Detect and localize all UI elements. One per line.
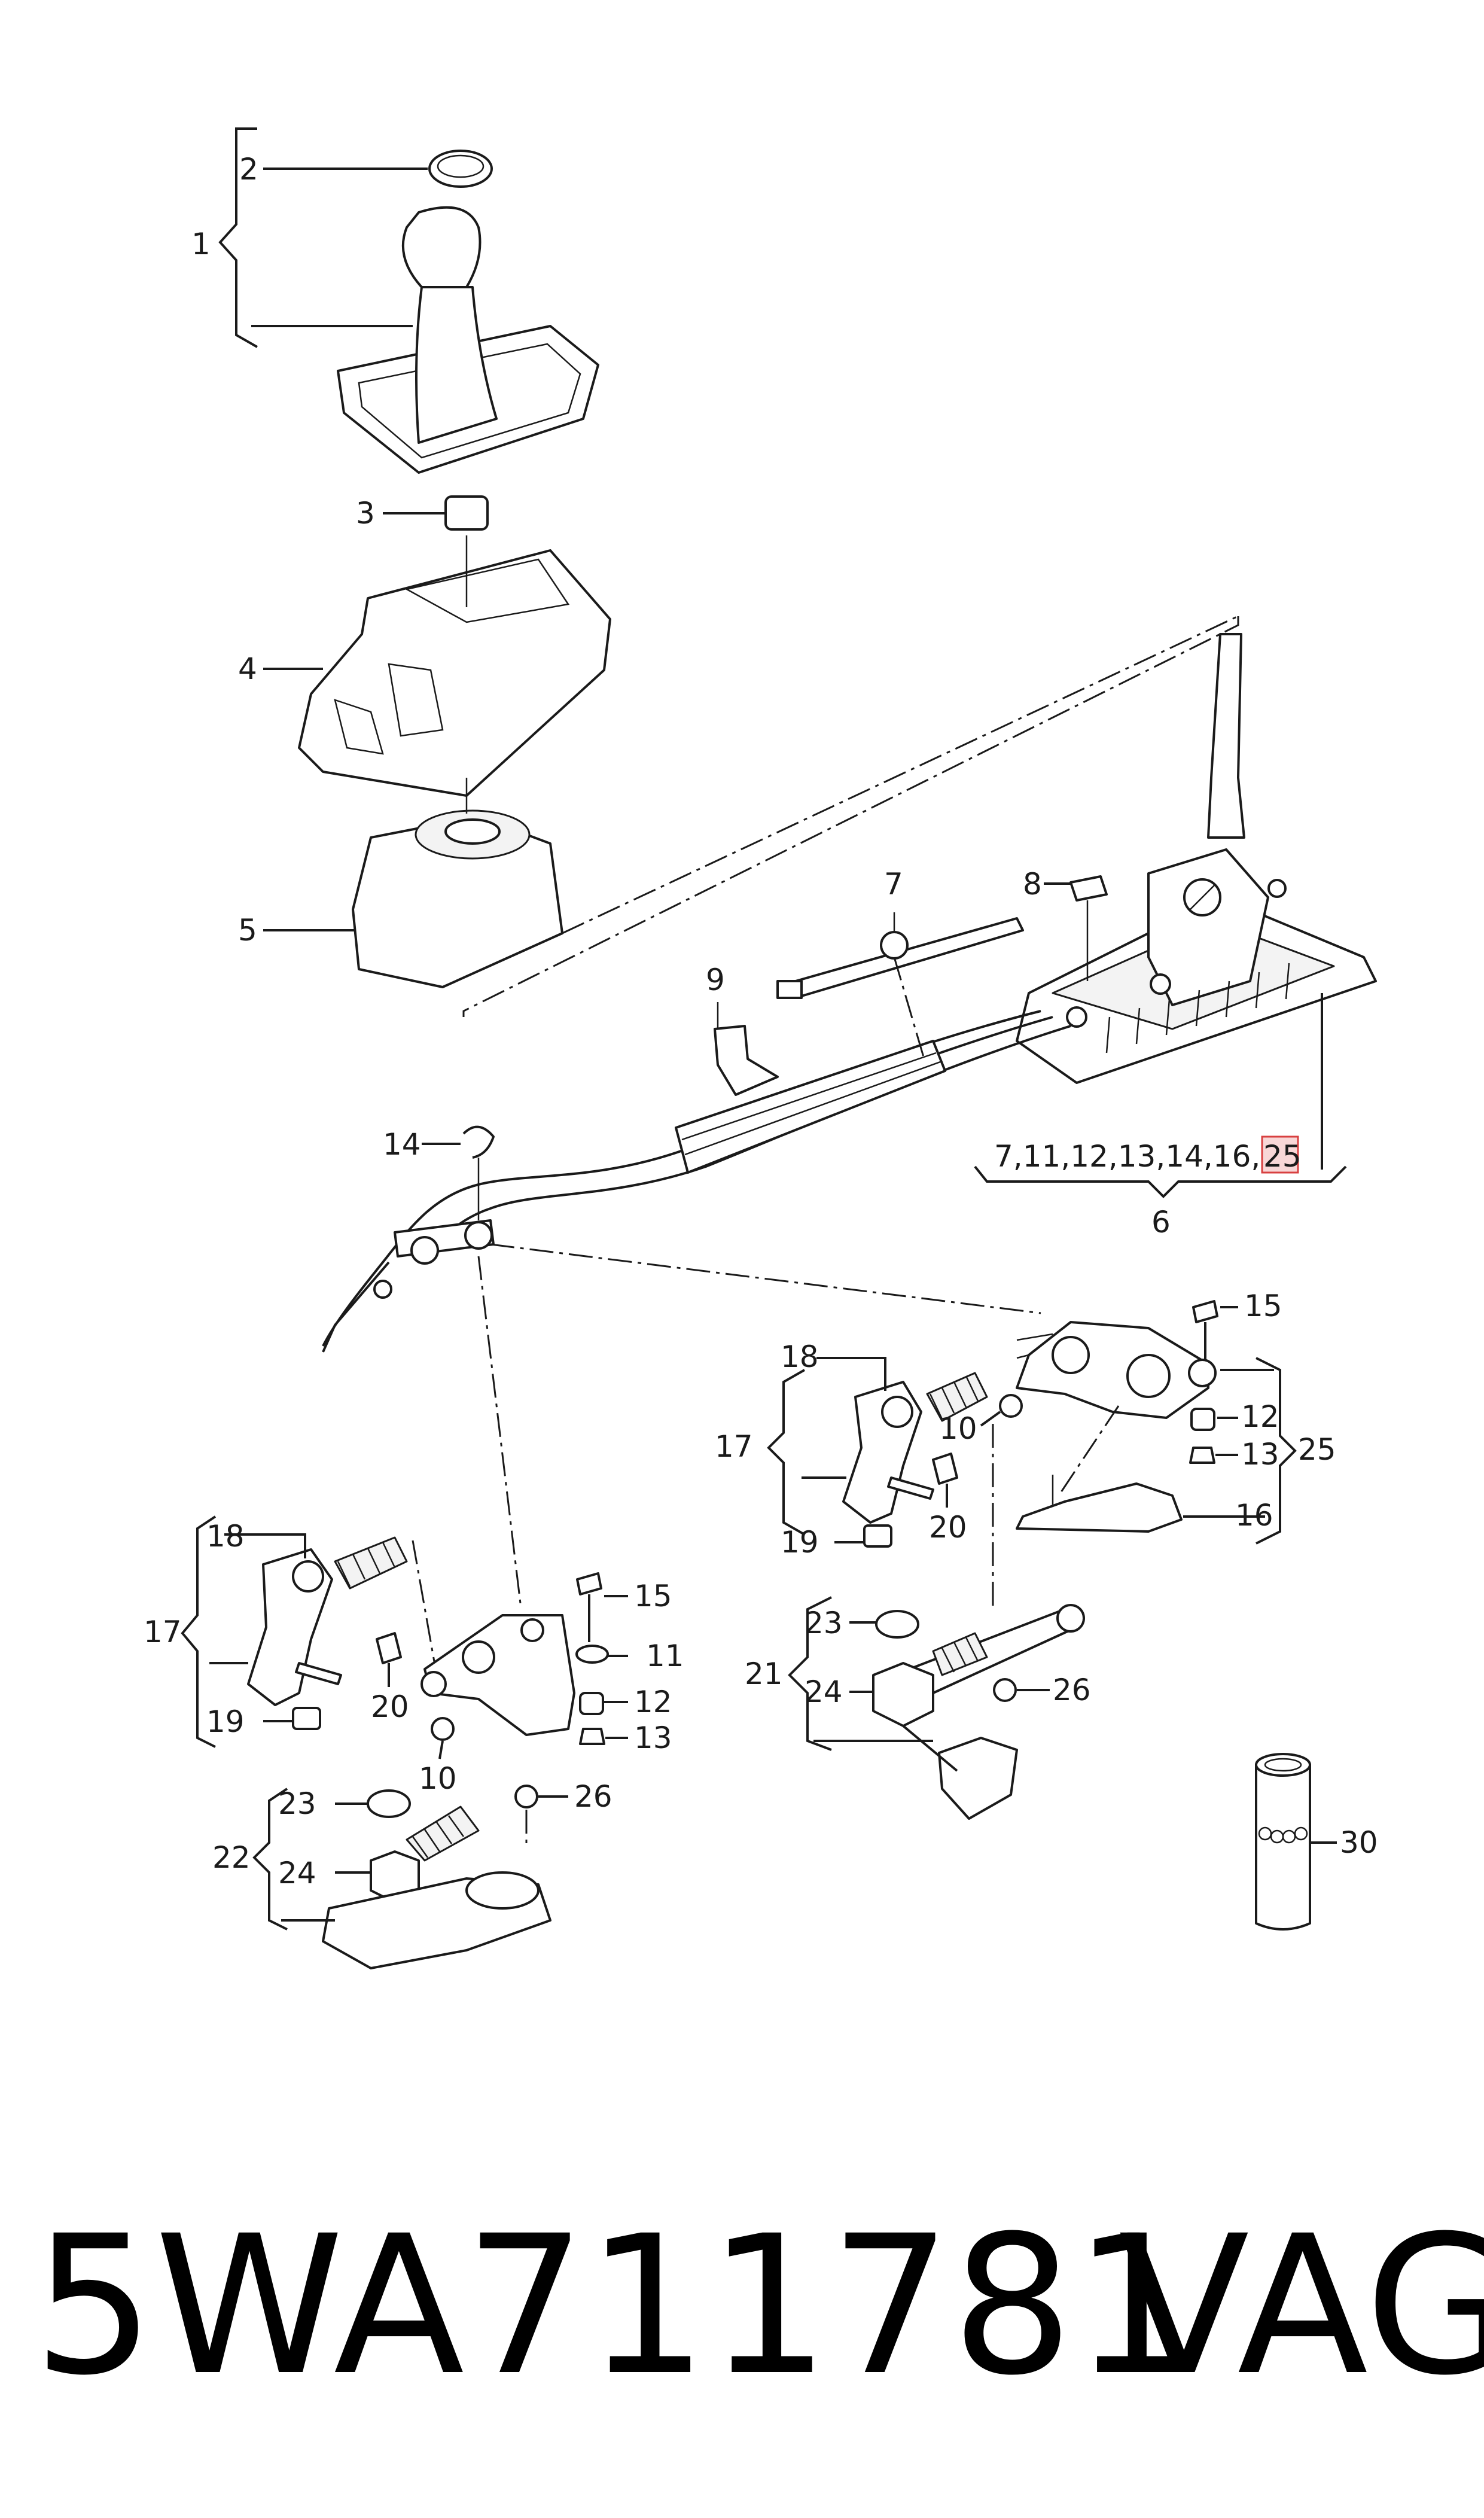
callout-r20: 20 xyxy=(929,1510,967,1545)
callout-l12: 12 xyxy=(634,1685,672,1719)
callout-r21: 21 xyxy=(745,1657,783,1691)
right-lever-group xyxy=(767,1300,1297,1606)
callout-l24: 24 xyxy=(278,1856,316,1890)
lower-housing-part-5 xyxy=(263,778,563,988)
callout-l11: 11 xyxy=(646,1639,684,1673)
callout-r18: 18 xyxy=(781,1339,819,1374)
callout-r12: 12 xyxy=(1241,1399,1279,1434)
callout-l22: 22 xyxy=(212,1840,251,1875)
callout-r26: 26 xyxy=(1053,1673,1091,1707)
callout-7: 7 xyxy=(884,867,903,902)
callout-r10: 10 xyxy=(939,1411,977,1446)
cap-part-2 xyxy=(428,150,493,188)
callout-r17: 17 xyxy=(715,1429,753,1464)
callout-r16: 16 xyxy=(1235,1498,1273,1533)
callout-14: 14 xyxy=(383,1127,421,1162)
cable-tie-part-7 xyxy=(776,912,1024,1059)
callout-group-6-list: 7,11,12,13,14,16, xyxy=(994,1139,1260,1174)
callout-1: 1 xyxy=(191,227,211,261)
grease-tube-part-30 xyxy=(1255,1753,1337,1931)
part-number: 5WA711781 xyxy=(33,2195,1195,2417)
callout-r30: 30 xyxy=(1340,1825,1378,1860)
left-lever-group xyxy=(181,1515,628,1759)
shift-cables xyxy=(322,1010,1071,1353)
callout-r24: 24 xyxy=(805,1674,843,1709)
callout-labels: 2 1 3 4 5 7 8 9 14 7,11,12,13,14,16, 25 … xyxy=(144,152,1378,1890)
callout-r15: 15 xyxy=(1244,1289,1282,1323)
left-lever-group-22 xyxy=(252,1785,568,1969)
callout-2: 2 xyxy=(239,152,258,187)
callout-l17: 17 xyxy=(144,1615,182,1649)
shifter-mechanism-part-6 xyxy=(1016,633,1377,1084)
callout-l23: 23 xyxy=(278,1786,316,1821)
callout-l18: 18 xyxy=(206,1519,245,1554)
callout-6: 6 xyxy=(1151,1205,1171,1240)
highlight-box xyxy=(1261,1135,1299,1174)
callout-9: 9 xyxy=(706,963,725,997)
gear-knob-assembly xyxy=(218,127,599,474)
callout-l13: 13 xyxy=(634,1721,672,1755)
callout-l10: 10 xyxy=(419,1761,457,1796)
callout-r23: 23 xyxy=(805,1606,843,1640)
clip-part-3 xyxy=(383,495,489,531)
callout-r13: 13 xyxy=(1241,1437,1279,1472)
callout-r19: 19 xyxy=(781,1525,819,1560)
callout-l26: 26 xyxy=(574,1779,613,1814)
callout-l15: 15 xyxy=(634,1579,672,1613)
callout-l20: 20 xyxy=(371,1689,409,1724)
brand-label: VAG xyxy=(1119,2195,1484,2417)
callout-4: 4 xyxy=(238,651,257,686)
callout-5: 5 xyxy=(238,913,257,948)
gear-housing-part-4 xyxy=(263,535,611,797)
callout-r25: 25 xyxy=(1298,1432,1336,1467)
callout-3: 3 xyxy=(356,496,375,531)
clip-part-14 xyxy=(422,1125,495,1220)
callout-l19: 19 xyxy=(206,1704,245,1739)
callout-25-highlighted: 25 xyxy=(1263,1139,1302,1174)
clip-part-9 xyxy=(714,1002,779,1096)
callout-8: 8 xyxy=(1023,867,1042,902)
right-lever-group-21 xyxy=(788,1596,1085,1820)
